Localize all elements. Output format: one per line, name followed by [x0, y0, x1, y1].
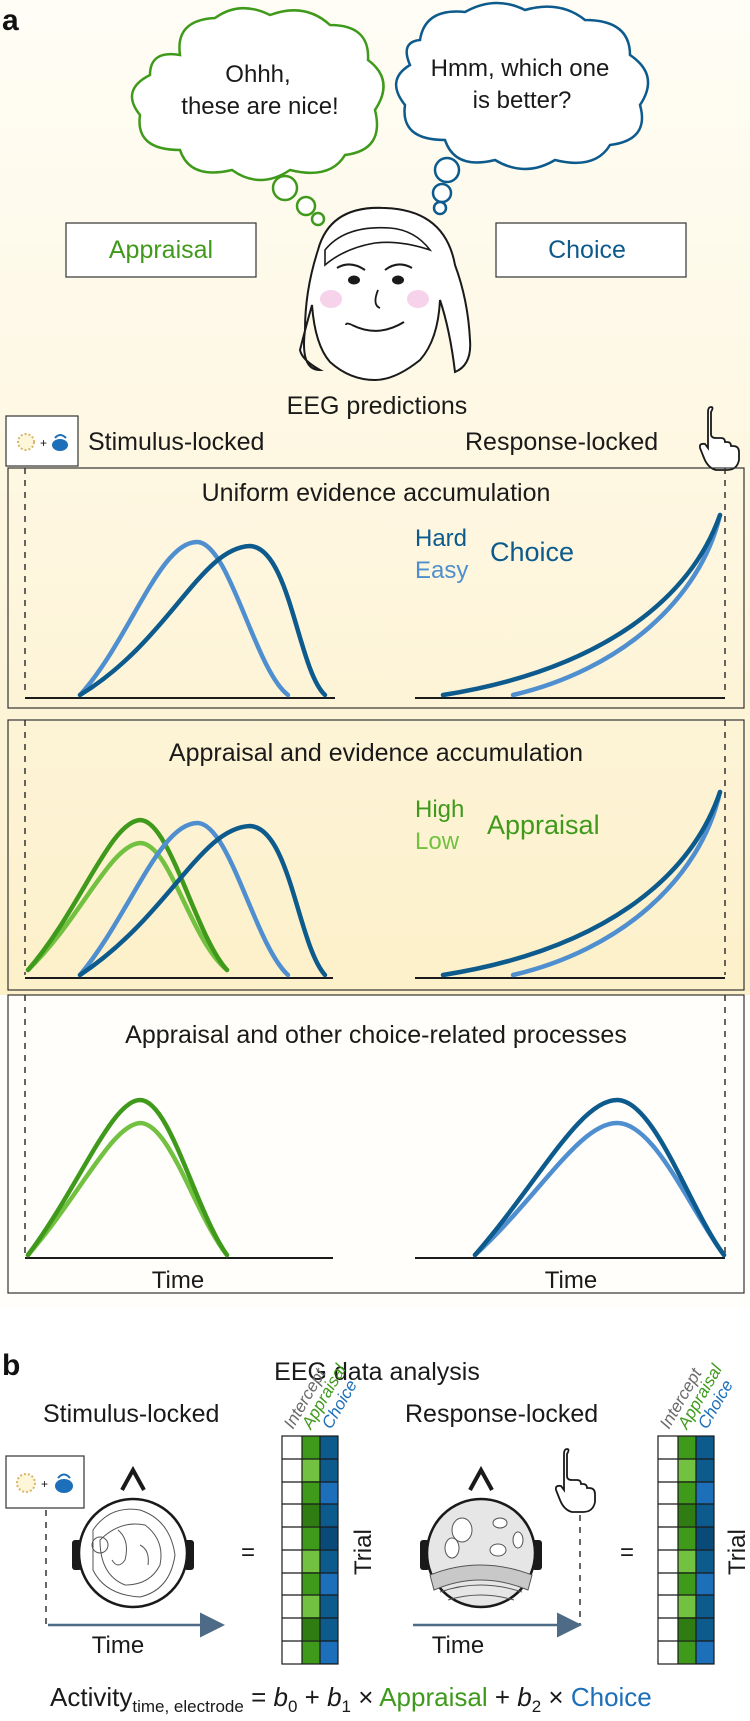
eq-choice: Choice: [571, 1682, 652, 1712]
thought-cloud-appraisal: [130, 7, 385, 227]
stimulus-locked-a: Stimulus-locked: [88, 428, 264, 456]
svg-text:+: +: [41, 1477, 48, 1491]
hand-pointer-icon-a: [698, 406, 740, 471]
row1-hard-resp-curve: [440, 512, 723, 698]
row1-hard-curve: [77, 543, 328, 698]
stimulus-icon-b: +: [5, 1455, 85, 1509]
thought-right-line-1: Hmm, which one: [431, 55, 610, 82]
trial-label-left: Trial: [350, 1529, 377, 1575]
row-box-2: [7, 719, 745, 991]
panel-a-label: a: [2, 4, 19, 37]
equation: Activitytime, electrode = b0 + b1 × Appr…: [50, 1682, 652, 1716]
row1-easy-curve: [77, 539, 291, 698]
time-label-b-left: Time: [92, 1632, 144, 1659]
row3-bg: [0, 995, 750, 1308]
eq-equals: =: [244, 1682, 274, 1712]
row3-hard-resp-curve: [472, 1097, 727, 1258]
right-cheek: [407, 290, 429, 308]
row2-easy-resp-curve: [510, 789, 723, 978]
row-title-1: Uniform evidence accumulation: [202, 479, 551, 507]
eq-times2: ×: [541, 1682, 571, 1712]
svg-text:+: +: [40, 436, 47, 450]
eeg-predictions-title: EEG predictions: [287, 392, 468, 420]
face-illustration: [298, 206, 472, 382]
eq-appraisal: Appraisal: [379, 1682, 487, 1712]
thought-left-line-2: these are nice!: [181, 93, 338, 120]
eq-activity: Activity: [50, 1682, 132, 1712]
legend-high: High: [415, 796, 464, 823]
eq-plus2: +: [488, 1682, 518, 1712]
head-topomap-right: [420, 1465, 542, 1609]
response-locked-b: Response-locked: [405, 1400, 598, 1428]
eq-b0-sub: 0: [288, 1697, 297, 1716]
row-box-1: [7, 467, 745, 709]
row2-high-curve: [25, 817, 230, 973]
row2-easy-curve: [77, 820, 291, 978]
row-title-2: Appraisal and evidence accumulation: [169, 739, 583, 767]
legend-appraisal: Appraisal: [487, 810, 600, 840]
eq-subscript: time, electrode: [132, 1697, 244, 1716]
eq-b0: b: [273, 1682, 287, 1712]
row-title-3: Appraisal and other choice-related proce…: [125, 1021, 627, 1049]
equals-left: =: [241, 1539, 255, 1566]
row3-low-curve: [25, 1120, 230, 1258]
row3-easy-resp-curve: [472, 1120, 727, 1258]
legend-choice: Choice: [490, 537, 574, 567]
legend-hard: Hard: [415, 525, 467, 552]
stimulus-locked-b: Stimulus-locked: [43, 1400, 219, 1428]
response-locked-a: Response-locked: [465, 428, 658, 456]
row2-hard-curve: [77, 823, 328, 978]
eq-b2: b: [517, 1682, 531, 1712]
choice-box: [495, 222, 687, 278]
panel-b-title: EEG data analysis: [274, 1358, 480, 1386]
legend-low: Low: [415, 828, 460, 855]
trial-label-right: Trial: [724, 1529, 750, 1575]
legend-easy: Easy: [415, 557, 468, 584]
panel-b-label: b: [2, 1349, 20, 1382]
row2-low-curve: [25, 840, 230, 973]
time-label-b-right: Time: [432, 1632, 484, 1659]
time-label-a-right: Time: [545, 1267, 597, 1294]
design-matrix-left: [281, 1435, 339, 1665]
equals-right: =: [620, 1539, 634, 1566]
thought-cloud-choice: [395, 1, 650, 216]
eq-plus1: +: [297, 1682, 327, 1712]
row-box-3: [7, 994, 745, 1294]
choice-box-label: Choice: [548, 236, 626, 264]
thought-right-line-2: is better?: [473, 87, 572, 114]
row2-hard-resp-curve: [440, 789, 723, 978]
stimulus-icon-a: +: [5, 415, 79, 467]
baselines: [25, 697, 725, 1259]
time-label-a-left: Time: [152, 1267, 204, 1294]
appraisal-box: [65, 222, 257, 278]
appraisal-box-label: Appraisal: [109, 236, 213, 264]
thought-left-line-1: Ohhh,: [225, 61, 290, 88]
hand-pointer-icon-b: [554, 1448, 596, 1513]
row3-high-curve: [25, 1097, 230, 1258]
head-topomap-left: [72, 1465, 194, 1609]
row1-easy-resp-curve: [510, 512, 723, 698]
eq-times1: ×: [351, 1682, 379, 1712]
eq-b1: b: [327, 1682, 341, 1712]
eq-b2-sub: 2: [532, 1697, 541, 1716]
left-cheek: [320, 290, 342, 308]
eq-b1-sub: 1: [342, 1697, 351, 1716]
design-matrix-right: [657, 1435, 715, 1665]
